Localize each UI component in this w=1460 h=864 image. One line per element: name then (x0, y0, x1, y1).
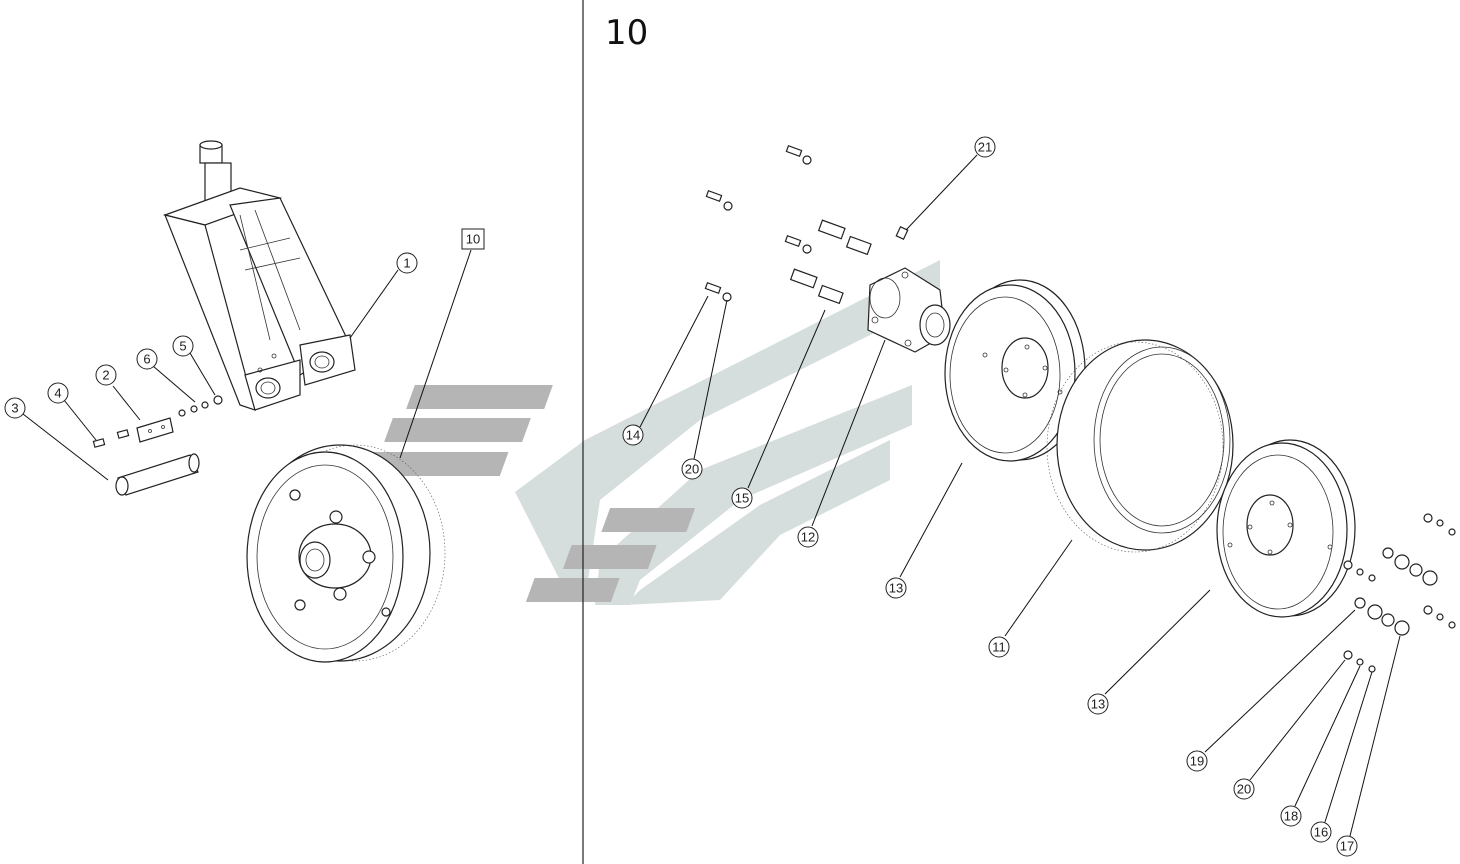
callout-20-lower: 20 (1233, 778, 1255, 800)
svg-text:3: 3 (11, 401, 18, 416)
svg-text:20: 20 (685, 462, 699, 477)
svg-text:20: 20 (1237, 782, 1251, 797)
hub-housing (867, 267, 951, 353)
svg-text:13: 13 (1091, 697, 1105, 712)
callout-1: 1 (396, 252, 418, 274)
axle-tube (115, 453, 200, 496)
hub-bolts (789, 219, 872, 305)
callout-2: 2 (95, 364, 117, 386)
svg-text:4: 4 (54, 386, 61, 401)
svg-text:6: 6 (143, 352, 150, 367)
sheet-title: 10 (605, 13, 648, 53)
callout-19: 19 (1186, 750, 1208, 772)
callout-13-upper: 13 (885, 577, 907, 599)
callout-5: 5 (172, 335, 194, 357)
callout-21: 21 (974, 136, 996, 158)
svg-text:16: 16 (1314, 825, 1328, 840)
callout-14: 14 (622, 424, 644, 446)
watermark-logo (361, 260, 940, 605)
bolt-small (92, 429, 130, 448)
callout-17: 17 (1336, 835, 1358, 857)
svg-text:13: 13 (889, 581, 903, 596)
callout-15: 15 (731, 487, 753, 509)
watermark-bar (406, 385, 553, 409)
svg-text:15: 15 (735, 491, 749, 506)
callout-12: 12 (797, 526, 819, 548)
nut-washer-cluster (1343, 513, 1456, 673)
grease-nipple (895, 225, 909, 241)
right-leader-lines (639, 154, 1401, 837)
svg-text:21: 21 (978, 140, 992, 155)
svg-text:2: 2 (102, 368, 109, 383)
watermark-bar (562, 545, 657, 569)
watermark-bar (384, 418, 531, 442)
rim-half-lower (1216, 439, 1356, 618)
svg-text:5: 5 (179, 339, 186, 354)
callout-13-lower: 13 (1087, 693, 1109, 715)
watermark-bar (601, 508, 696, 532)
callout-wheel-ref: 10 (461, 228, 485, 250)
svg-text:19: 19 (1190, 754, 1204, 769)
callout-18: 18 (1280, 805, 1302, 827)
tyre (1046, 339, 1234, 553)
svg-text:18: 18 (1284, 809, 1298, 824)
bolt-washer-set (704, 145, 812, 302)
svg-text:10: 10 (466, 232, 480, 247)
fork-bracket (162, 140, 356, 411)
left-leader-lines (22, 249, 472, 481)
wheel-assembly (246, 444, 446, 663)
washer-nut-set (178, 395, 223, 417)
spacer-plate (136, 417, 174, 443)
callout-20-upper: 20 (681, 458, 703, 480)
callout-6: 6 (136, 348, 158, 370)
svg-text:12: 12 (801, 530, 815, 545)
svg-text:14: 14 (626, 428, 640, 443)
svg-text:17: 17 (1340, 839, 1354, 854)
watermark-bar (525, 578, 620, 602)
callout-16: 16 (1310, 821, 1332, 843)
callout-11: 11 (988, 636, 1010, 658)
svg-text:11: 11 (992, 640, 1006, 655)
callout-4: 4 (47, 382, 69, 404)
callout-3: 3 (4, 397, 26, 419)
svg-text:1: 1 (403, 256, 410, 271)
